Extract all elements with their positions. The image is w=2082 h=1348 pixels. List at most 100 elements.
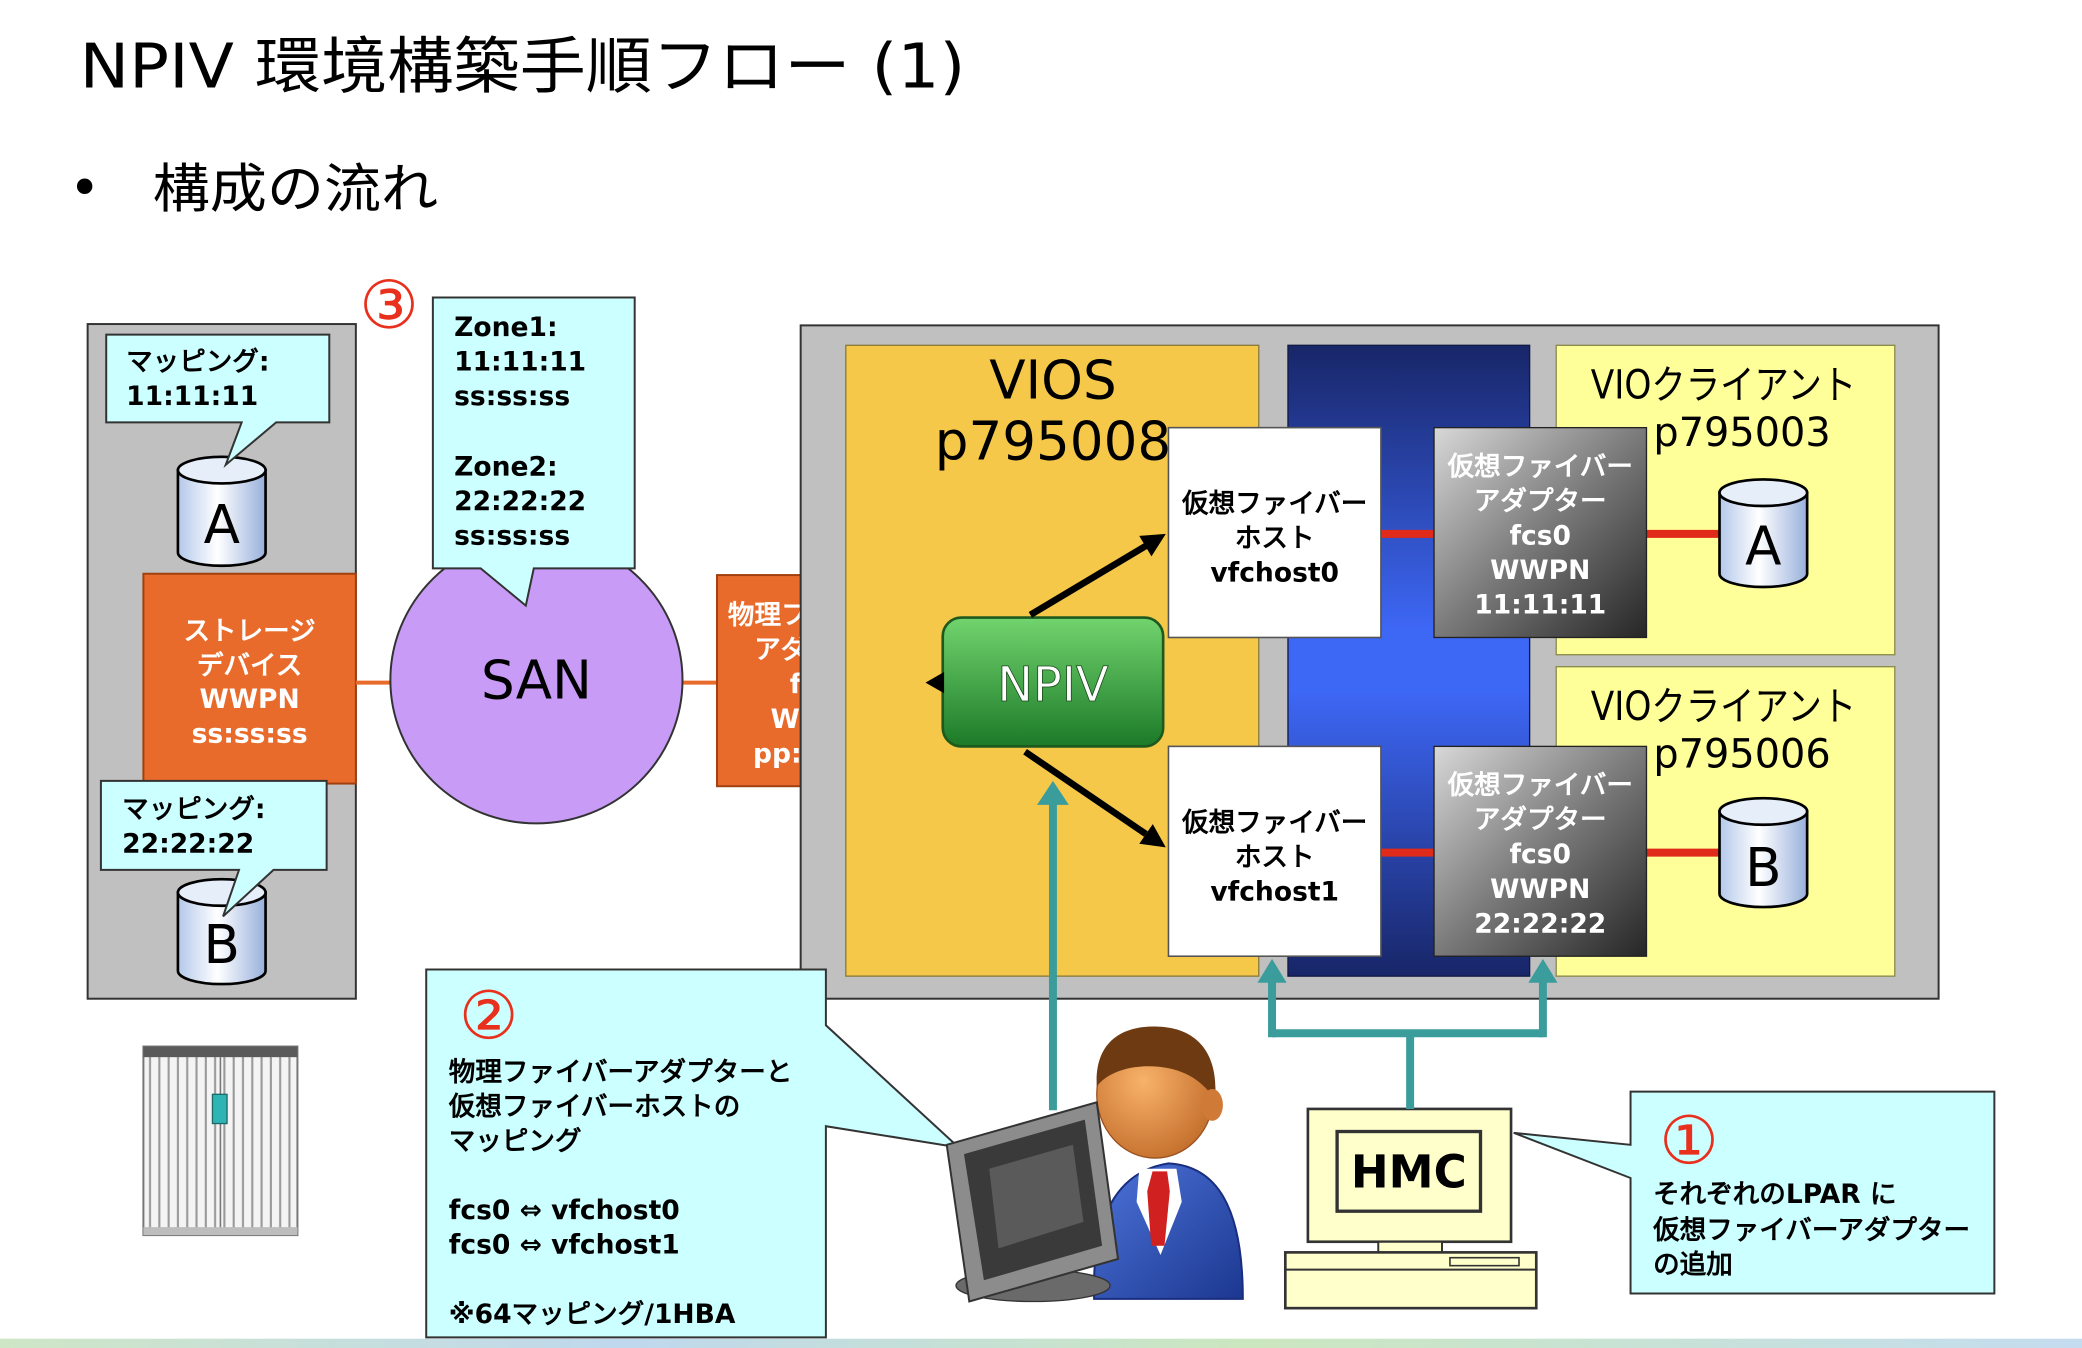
vfchost1-line-3: vfchost1 bbox=[1210, 876, 1339, 907]
adapter-step-line-1: それぞれのLPAR に bbox=[1653, 1179, 1896, 1210]
client-disk-b-icon: B bbox=[1718, 796, 1809, 909]
san-label: SAN bbox=[481, 650, 592, 712]
client-2-adapter-line-5: 22:22:22 bbox=[1474, 908, 1606, 939]
disk-a-body bbox=[176, 468, 267, 568]
storage-device-line-2: デバイス bbox=[197, 651, 302, 682]
person-ear bbox=[1201, 1089, 1223, 1121]
client-1-adapter-line-4: WWPN bbox=[1490, 555, 1590, 586]
npiv-vfchost1-arrowhead bbox=[1139, 824, 1166, 848]
vios-host: p795008 bbox=[935, 411, 1171, 473]
zone1-title: Zone1: bbox=[454, 312, 557, 343]
mapping-b-callout bbox=[99, 779, 328, 918]
npiv-arrows bbox=[1023, 533, 1166, 848]
storage-device-line-4: ss:ss:ss bbox=[192, 718, 308, 749]
client-1-adapter-line-1: 仮想ファイバー bbox=[1447, 451, 1633, 482]
client-2-adapter-line-3: fcs0 bbox=[1509, 839, 1571, 870]
client-disk-b-label: B bbox=[1745, 837, 1781, 899]
vios-name: VIOS bbox=[989, 349, 1117, 411]
zone2-title: Zone2: bbox=[454, 451, 557, 482]
npiv-vfchost0-arrow-line bbox=[1028, 542, 1148, 618]
mapping-a-wwpn: 11:11:11 bbox=[126, 381, 258, 412]
adapter-step-callout: ① それぞれのLPAR に 仮想ファイバーアダプター の追加 bbox=[1513, 1090, 1996, 1295]
zone2-member-1: 22:22:22 bbox=[454, 486, 586, 517]
client-1-adapter-line-2: アダプター bbox=[1474, 486, 1607, 517]
zoning-callout-shape bbox=[431, 296, 636, 608]
npiv-block: NPIV bbox=[925, 616, 1165, 748]
hmc-left-arrowhead bbox=[1257, 958, 1287, 983]
vfchost0: 仮想ファイバー ホスト vfchost0 bbox=[1167, 426, 1382, 639]
client-1-adapter-line-3: fcs0 bbox=[1509, 521, 1571, 552]
computer-monitor-icon bbox=[945, 1101, 1120, 1303]
rack-indicator bbox=[211, 1093, 228, 1125]
client-2-virtual-adapter: 仮想ファイバー アダプター fcs0 WWPN 22:22:22 bbox=[1433, 745, 1648, 957]
section-heading: 構成の流れ bbox=[153, 158, 438, 220]
administrator-person-icon bbox=[1092, 1026, 1244, 1300]
client-disk-a-label: A bbox=[1745, 515, 1781, 577]
storage-device-line-3: WWPN bbox=[200, 684, 300, 715]
client-2-host: p795006 bbox=[1653, 732, 1830, 778]
hmc-distribution-arrows bbox=[1257, 958, 1558, 1109]
npiv-label: NPIV bbox=[997, 658, 1109, 713]
mapping-step-line-1: 物理ファイバーアダプターと bbox=[449, 1057, 792, 1088]
disk-a-icon: A bbox=[176, 455, 267, 568]
person-hair bbox=[1096, 1026, 1216, 1100]
storage-device-line-1: ストレージ bbox=[184, 616, 316, 647]
mapping-a-callout bbox=[105, 333, 331, 469]
mapping-step-callout: ② 物理ファイバーアダプターと 仮想ファイバーホストの マッピング fcs0 ⇔… bbox=[425, 968, 962, 1339]
admin-to-npiv-arrow bbox=[1037, 780, 1069, 1111]
vfchost0-line-2: ホスト bbox=[1235, 523, 1315, 554]
mapping-a-title: マッピング: bbox=[126, 347, 269, 378]
rack-top-cap bbox=[143, 1046, 298, 1058]
san-fabric: SAN bbox=[389, 535, 684, 825]
storage-panel: A マッピング: 11:11:11 ストレージ デバイス WWPN ss:ss:… bbox=[86, 323, 357, 1000]
npiv-to-adapter-arrowhead bbox=[925, 672, 945, 694]
vfchost1-line-1: 仮想ファイバー bbox=[1181, 807, 1367, 838]
disk-b-icon: B bbox=[176, 877, 267, 986]
monitor-highlight bbox=[989, 1144, 1084, 1249]
mapping-step-callout-shape bbox=[425, 968, 962, 1339]
footer-band bbox=[0, 1338, 2082, 1348]
disk-b-label: B bbox=[204, 914, 240, 976]
mapping-b-title: マッピング: bbox=[122, 794, 265, 825]
hmc-console-icon: HMC bbox=[1283, 1107, 1538, 1310]
client-2-adapter-box bbox=[1433, 745, 1648, 957]
client-disk-a-top bbox=[1718, 478, 1809, 508]
adapter-step-line-3: の追加 bbox=[1653, 1250, 1733, 1281]
hmc-label: HMC bbox=[1351, 1145, 1467, 1198]
disk-a-label: A bbox=[204, 494, 240, 556]
step-2-marker: ② bbox=[459, 977, 519, 1055]
zone2-member-2: ss:ss:ss bbox=[454, 521, 570, 552]
bullet-marker: • bbox=[69, 157, 100, 219]
client-2-name: VIOクライアント bbox=[1591, 684, 1857, 730]
zone1-member-2: ss:ss:ss bbox=[454, 381, 570, 412]
rack-bottom-cap bbox=[143, 1227, 298, 1236]
client-1-host: p795003 bbox=[1653, 410, 1830, 456]
client-2-adapter-line-1: 仮想ファイバー bbox=[1447, 770, 1633, 801]
step-3-marker: ③ bbox=[359, 266, 419, 344]
client-1-name: VIOクライアント bbox=[1591, 362, 1857, 408]
virtual-links bbox=[1380, 529, 1721, 857]
mapping-pair-1: fcs0 ⇔ vfchost0 bbox=[449, 1195, 680, 1226]
vfchost0-line-3: vfchost0 bbox=[1210, 558, 1339, 589]
mapping-limit-note: ※64マッピング/1HBA bbox=[449, 1299, 736, 1330]
client-2-adapter-line-2: アダプター bbox=[1474, 805, 1607, 836]
mapping-b-wwpn: 22:22:22 bbox=[122, 829, 254, 860]
admin-arrowhead bbox=[1037, 780, 1069, 805]
disk-a-top bbox=[176, 455, 267, 485]
step-1-marker: ① bbox=[1659, 1101, 1719, 1179]
vfchost1-line-2: ホスト bbox=[1235, 842, 1315, 873]
npiv-vfchost0-arrowhead bbox=[1139, 533, 1166, 557]
client-1-adapter-box bbox=[1433, 426, 1648, 639]
client-disk-a-icon: A bbox=[1718, 478, 1809, 589]
vfchost0-line-1: 仮想ファイバー bbox=[1181, 489, 1367, 520]
disk-b-body bbox=[176, 891, 267, 986]
client-2-adapter-line-4: WWPN bbox=[1490, 874, 1590, 905]
mapping-step-line-3: マッピング bbox=[449, 1126, 582, 1157]
client-disk-a-body bbox=[1718, 491, 1809, 589]
adapter-step-line-2: 仮想ファイバーアダプター bbox=[1652, 1215, 1970, 1246]
person-tie bbox=[1147, 1171, 1170, 1246]
hmc-right-arrowhead bbox=[1528, 958, 1558, 983]
client-1-adapter-line-5: 11:11:11 bbox=[1474, 590, 1606, 621]
vfchost1: 仮想ファイバー ホスト vfchost1 bbox=[1167, 745, 1382, 958]
